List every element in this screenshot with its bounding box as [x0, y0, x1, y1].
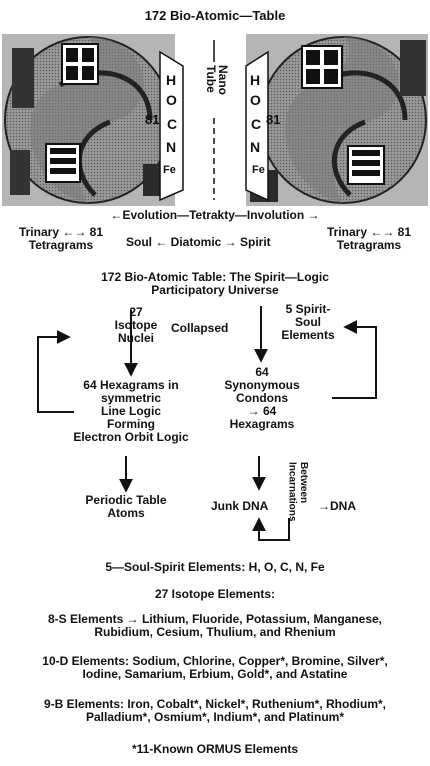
element-c-right: C — [251, 116, 262, 132]
element-h-left: H — [166, 72, 177, 88]
node-condons: 64 Synonymous Condons → 64 Hexagrams — [224, 365, 300, 431]
b-elements-list: 9-B Elements: Iron, Cobalt*, Nickel*, Ru… — [43, 697, 387, 724]
nano-tube-label: Nano Tube — [204, 65, 230, 95]
page-title: 172 Bio-Atomic—Table — [144, 8, 286, 23]
node-junk-dna: Junk DNA — [211, 499, 269, 513]
node-hexagrams: 64 Hexagrams in symmetric Line Logic For… — [73, 378, 189, 444]
trinary-right: Trinary ←→ 81 Tetragrams — [326, 225, 412, 252]
element-o-left: O — [166, 92, 177, 108]
node-periodic-table: Periodic Table Atoms — [85, 493, 167, 520]
label-between-incarnations: Between Incarnations — [286, 462, 310, 522]
ormus-footnote: *11-Known ORMUS Elements — [131, 742, 299, 756]
yin-yang-emblem-right — [246, 34, 428, 206]
arrow-feedback-right — [332, 320, 377, 399]
label-collapsed: Collapsed — [171, 321, 229, 335]
element-n-left: N — [166, 139, 177, 155]
table-title: 172 Bio-Atomic Table: The Spirit—Logic P… — [101, 270, 329, 297]
element-fe-left: Fe — [163, 164, 176, 176]
element-h-right: H — [250, 72, 261, 88]
node-isotope-nuclei: 27 Isotope Nuclei — [114, 305, 158, 345]
soul-diatomic-spirit: Soul ← Diatomic → Spirit — [126, 235, 271, 249]
element-n-right: N — [250, 139, 261, 155]
node-spirit-soul: 5 Spirit- Soul Elements — [281, 302, 335, 342]
arrow-feedback-left — [37, 330, 74, 413]
yin-yang-emblem-left — [2, 34, 200, 206]
number-81-right: 81 — [266, 112, 281, 127]
node-dna: →DNA — [318, 499, 356, 513]
element-o-right: O — [250, 92, 261, 108]
element-c-left: C — [167, 116, 178, 132]
trinary-left: Trinary ←→ 81 Tetragrams — [18, 225, 104, 252]
d-elements-list: 10-D Elements: Sodium, Chlorine, Copper*… — [42, 654, 388, 681]
soul-spirit-elements: 5—Soul-Spirit Elements: H, O, C, N, Fe — [105, 560, 325, 574]
evolution-line: ←Evolution—Tetrakty—Involution → — [110, 208, 320, 222]
arrow-loop-junk — [252, 517, 290, 541]
isotope-elements-heading: 27 Isotope Elements: — [154, 587, 276, 601]
s-elements-list: 8-S Elements → Lithium, Fluoride, Potass… — [47, 612, 383, 639]
number-81-left: 81 — [145, 112, 160, 127]
element-fe-right: Fe — [252, 164, 265, 176]
